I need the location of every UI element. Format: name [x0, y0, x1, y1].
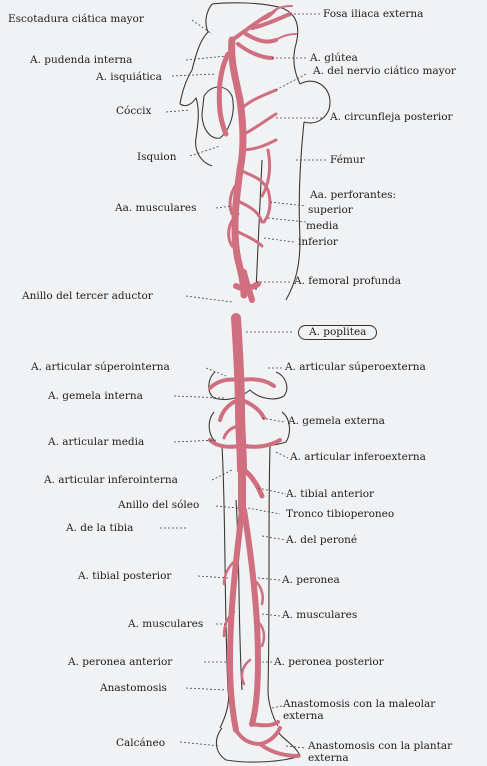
label-femoral-profunda: A. femoral profunda [294, 276, 401, 287]
label-articular-inferointerna: A. articular inferointerna [44, 475, 178, 486]
label-peronea-posterior: A. peronea posterior [274, 657, 384, 668]
label-anastomosis: Anastomosis [100, 683, 167, 694]
sciatic-artery-main [232, 40, 244, 295]
peroneal-artery [244, 510, 258, 724]
label-musculares-izquierda: A. musculares [128, 619, 203, 630]
label-perforante-media: media [306, 221, 339, 232]
pudendal-branch [219, 54, 228, 134]
label-anillo-tercer-aductor: Anillo del tercer aductor [22, 291, 153, 302]
label-poplitea: A. poplitea [298, 325, 377, 340]
label-calcaneo: Calcáneo [116, 738, 165, 749]
label-coccix: Cóccix [116, 106, 151, 117]
femur-outline [256, 122, 304, 300]
label-pudenda-interna: A. pudenda interna [30, 55, 132, 66]
anterior-tibial [244, 470, 262, 496]
label-escotadura-ciatica: Escotadura ciática mayor [8, 14, 144, 25]
label-anastomosis-maleolar-2: externa [283, 711, 324, 722]
label-gemela-interna: A. gemela interna [48, 391, 143, 402]
label-articular-inferoexterna: A. articular inferoexterna [290, 452, 426, 463]
label-femur: Fémur [330, 155, 365, 166]
label-articular-superointerna: A. articular súperointerna [31, 362, 170, 373]
label-anastomosis-plantar-1: Anastomosis con la plantar [308, 741, 452, 752]
label-articular-superoexterna: A. articular súperoexterna [285, 362, 426, 373]
label-anastomosis-plantar-2: externa [308, 753, 349, 764]
label-circunfleja-posterior: A. circunfleja posterior [330, 112, 453, 123]
label-isquion: Isquion [137, 152, 176, 163]
label-arteria-tibia: A. de la tibia [66, 523, 133, 534]
perforante-anterior [242, 660, 250, 684]
ankle-anastomoses [236, 722, 298, 756]
label-musculares-superiores: Aa. musculares [115, 203, 197, 214]
label-del-perone: A. del peroné [286, 535, 357, 546]
femur-head [300, 81, 330, 123]
label-tibial-anterior: A. tibial anterior [286, 489, 374, 500]
label-perforante-superior: superior [308, 205, 353, 216]
label-peronea: A. peronea [282, 575, 340, 586]
label-articular-media: A. articular media [48, 437, 144, 448]
label-glutea: A. glútea [310, 53, 358, 64]
label-nervio-ciatico: A. del nervio ciático mayor [313, 66, 456, 77]
fibula-outline [268, 446, 278, 726]
label-gemela-externa: A. gemela externa [288, 416, 385, 427]
label-tronco-tibioperoneo: Tronco tibioperoneo [286, 509, 394, 520]
label-peronea-anterior: A. peronea anterior [68, 657, 172, 668]
label-fosa-iliaca: Fosa iliaca externa [323, 9, 423, 20]
tibia-outline [220, 446, 229, 728]
arteries [210, 6, 298, 756]
label-musculares-derecha: A. musculares [282, 610, 357, 621]
label-tibial-posterior: A. tibial posterior [78, 571, 171, 582]
label-anillo-soleo: Anillo del sóleo [118, 500, 199, 511]
label-perforantes: Aa. perforantes: [310, 190, 396, 201]
label-perforante-inferior: inferior [298, 237, 338, 248]
label-anastomosis-maleolar-1: Anastomosis con la maleolar [283, 699, 435, 710]
label-isquiatica: A. isquiática [96, 72, 162, 83]
posterior-tibial [230, 510, 242, 730]
